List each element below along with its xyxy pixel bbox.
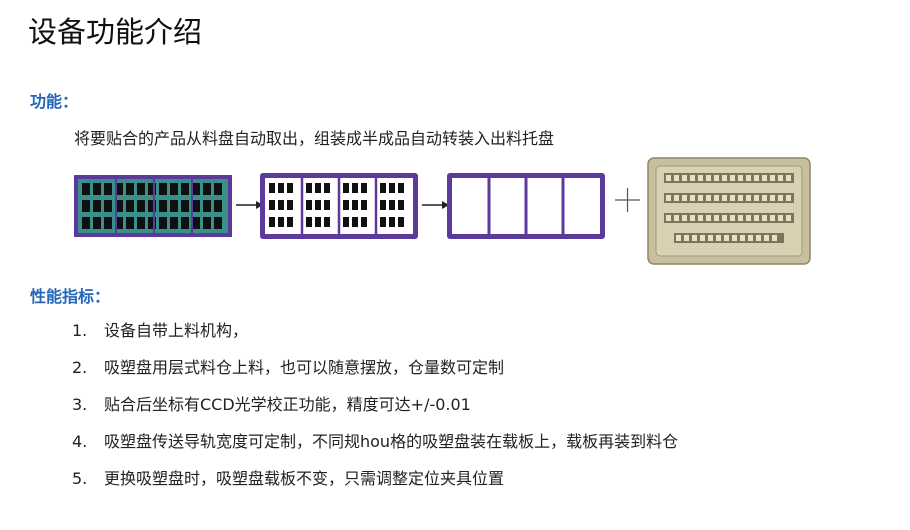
process-diagram	[74, 157, 811, 265]
performance-heading: 性能指标：	[30, 287, 111, 306]
performance-list: 1. 设备自带上料机构， 2. 吸塑盘用层式料仓上料，也可以随意摆放，仓量数可定…	[72, 320, 832, 505]
list-item-text: 更换吸塑盘时，吸塑盘载板不变，只需调整定位夹具位置	[104, 469, 505, 488]
input-tray-image	[74, 175, 232, 237]
list-item-text: 吸塑盘用层式料仓上料，也可以随意摆放，仓量数可定制	[104, 358, 505, 377]
list-item: 2. 吸塑盘用层式料仓上料，也可以随意摆放，仓量数可定制	[72, 357, 832, 379]
list-item-text: 贴合后坐标有CCD光学校正功能，精度可达+/-0.01	[104, 395, 471, 414]
assembly-tray-image	[260, 173, 418, 239]
list-item-number: 2.	[72, 358, 88, 377]
list-item: 4. 吸塑盘传送导轨宽度可定制，不同规hou格的吸塑盘装在载板上，载板再装到料仓	[72, 431, 832, 453]
list-item-number: 3.	[72, 395, 88, 414]
list-item-number: 1.	[72, 321, 88, 340]
list-item: 5. 更换吸塑盘时，吸塑盘载板不变，只需调整定位夹具位置	[72, 468, 832, 490]
list-item: 3. 贴合后坐标有CCD光学校正功能，精度可达+/-0.01	[72, 394, 832, 416]
arrow-right-icon	[422, 201, 449, 209]
list-item: 1. 设备自带上料机构，	[72, 320, 832, 342]
list-item-text: 设备自带上料机构，	[104, 321, 249, 340]
list-item-number: 5.	[72, 469, 88, 488]
page-title: 设备功能介绍	[28, 15, 203, 49]
function-heading: 功能：	[30, 92, 79, 111]
arrow-right-icon	[236, 201, 263, 209]
list-item-text: 吸塑盘传送导轨宽度可定制，不同规hou格的吸塑盘装在载板上，载板再装到料仓	[104, 432, 679, 451]
output-tray-image	[647, 157, 811, 265]
list-item-number: 4.	[72, 432, 88, 451]
plus-icon	[615, 188, 640, 212]
function-description: 将要贴合的产品从料盘自动取出，组装成半成品自动转装入出料托盘	[74, 129, 555, 148]
empty-tray-image	[447, 173, 605, 239]
